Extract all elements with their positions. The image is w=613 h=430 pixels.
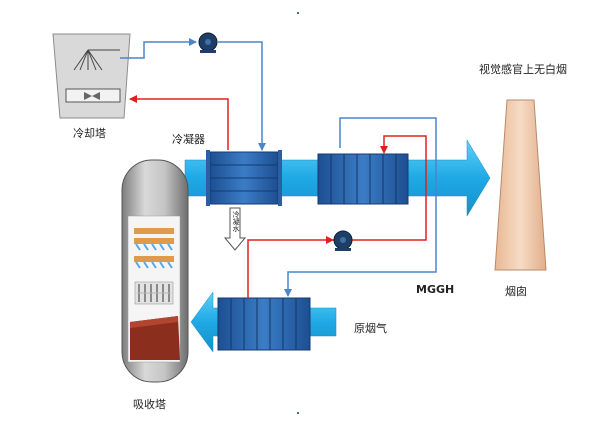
mggh-cooler xyxy=(217,297,311,351)
cooling-water-return-line xyxy=(130,98,229,150)
absorber-tower xyxy=(121,159,189,383)
chimney xyxy=(494,99,547,271)
bottom-marker xyxy=(297,412,299,414)
condensate-outlet-arrow xyxy=(223,207,247,251)
supply-arrow-head xyxy=(189,38,197,46)
mggh-circulation-pump xyxy=(333,230,353,251)
mggh-cold-arrow xyxy=(284,289,292,297)
cooling-water-supply-line xyxy=(120,41,263,150)
return-arrow-head xyxy=(129,95,137,103)
condenser-label: 冷凝器 xyxy=(172,133,205,146)
top-marker xyxy=(297,12,299,14)
condensate-water-label: 冷凝水 xyxy=(232,211,240,232)
condenser-exchanger xyxy=(206,150,282,206)
mggh-hot-arrow-pump xyxy=(326,236,334,244)
cooling-tower-label: 冷却塔 xyxy=(73,127,106,140)
mggh-circulation-hot-line xyxy=(247,135,427,298)
no-white-plume-label: 视觉感官上无白烟 xyxy=(479,63,567,76)
raw-flue-gas-label: 原烟气 xyxy=(354,322,387,335)
chimney-label: 烟囱 xyxy=(505,285,527,298)
absorber-label: 吸收塔 xyxy=(133,398,166,411)
mggh-heater xyxy=(317,153,409,205)
condenser-inlet-arrow xyxy=(258,143,266,151)
spray-layer-upper xyxy=(134,228,174,269)
cooling-tower xyxy=(52,33,131,119)
cooling-water-pump xyxy=(198,32,218,53)
mggh-circulation-cold-line xyxy=(287,117,437,296)
mggh-label: MGGH xyxy=(416,283,455,296)
packing-layer xyxy=(134,281,174,305)
slurry-tank xyxy=(130,316,180,360)
mggh-hot-arrow-down xyxy=(380,146,388,154)
